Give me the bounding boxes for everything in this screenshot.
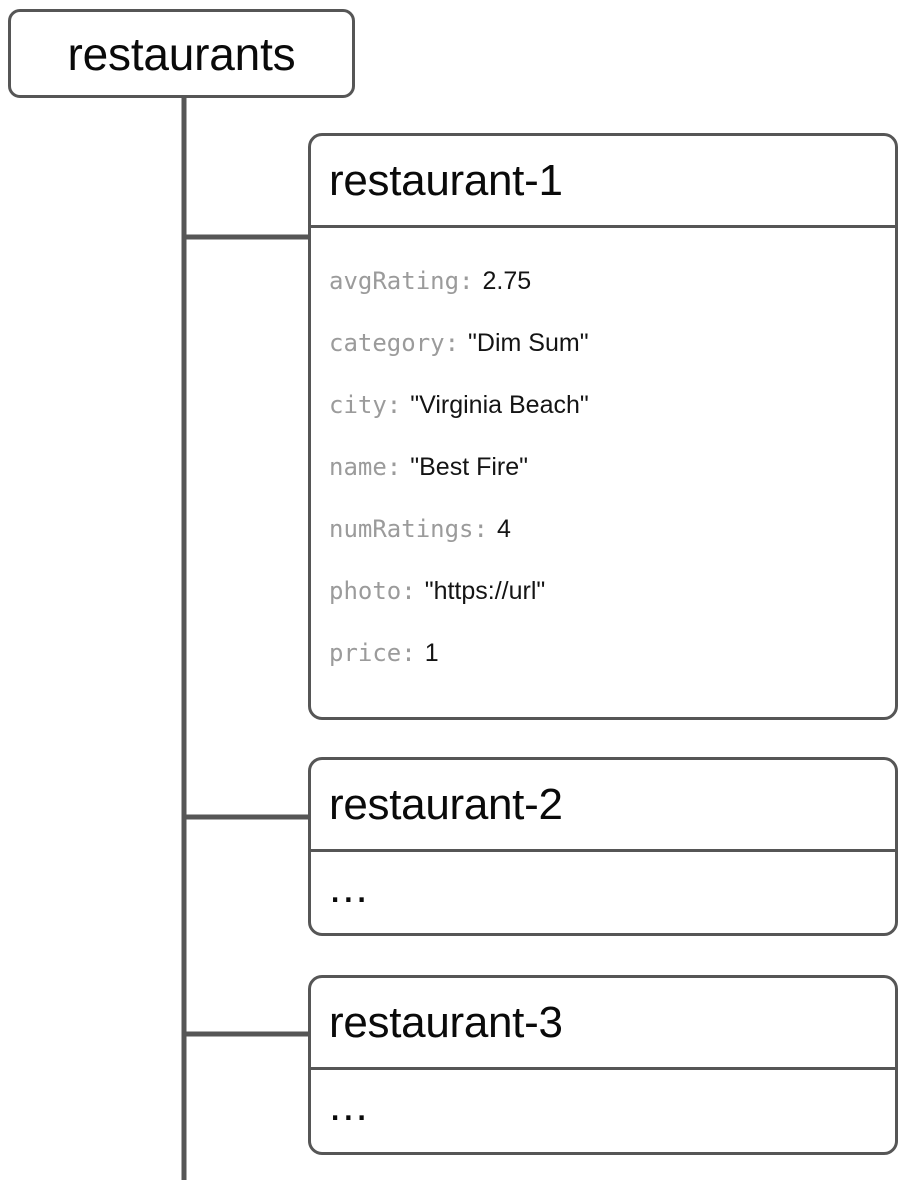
field-row-photo: photo: "https://url" [329,560,895,622]
field-value: "Dim Sum" [468,328,589,357]
document-card-restaurant-2[interactable]: restaurant-2 ... [308,757,898,936]
document-card-restaurant-1[interactable]: restaurant-1 avgRating: 2.75 category: "… [308,133,898,720]
field-key: category: [329,329,460,357]
field-row-category: category: "Dim Sum" [329,312,895,374]
document-card-header: restaurant-3 [311,978,895,1070]
document-card-restaurant-3[interactable]: restaurant-3 ... [308,975,898,1155]
field-row-city: city: "Virginia Beach" [329,374,895,436]
field-value: 1 [424,638,439,667]
document-card-title: restaurant-2 [329,779,563,829]
field-row-price: price: 1 [329,622,895,684]
document-card-header: restaurant-2 [311,760,895,852]
document-card-body: ... [311,852,895,928]
document-card-body: ... [311,1070,895,1146]
field-key: avgRating: [329,267,474,295]
field-key: city: [329,391,402,419]
field-row-numRatings: numRatings: 4 [329,498,895,560]
field-key: price: [329,639,416,667]
field-value: 4 [496,514,511,543]
document-card-body: avgRating: 2.75 category: "Dim Sum" city… [311,228,895,702]
document-card-ellipsis: ... [329,863,369,912]
document-card-header: restaurant-1 [311,136,895,228]
document-card-title: restaurant-3 [329,997,563,1047]
root-node-label: restaurants [67,27,296,80]
field-row-avgRating: avgRating: 2.75 [329,250,895,312]
field-value: "Virginia Beach" [410,390,589,419]
field-value: "https://url" [424,576,546,605]
document-card-title: restaurant-1 [329,155,563,205]
field-value: "Best Fire" [410,452,529,481]
field-value: 2.75 [482,266,532,295]
field-key: name: [329,453,402,481]
document-card-ellipsis: ... [329,1081,369,1130]
field-row-name: name: "Best Fire" [329,436,895,498]
field-key: numRatings: [329,515,488,543]
field-key: photo: [329,577,416,605]
root-node-restaurants[interactable]: restaurants [8,9,355,98]
